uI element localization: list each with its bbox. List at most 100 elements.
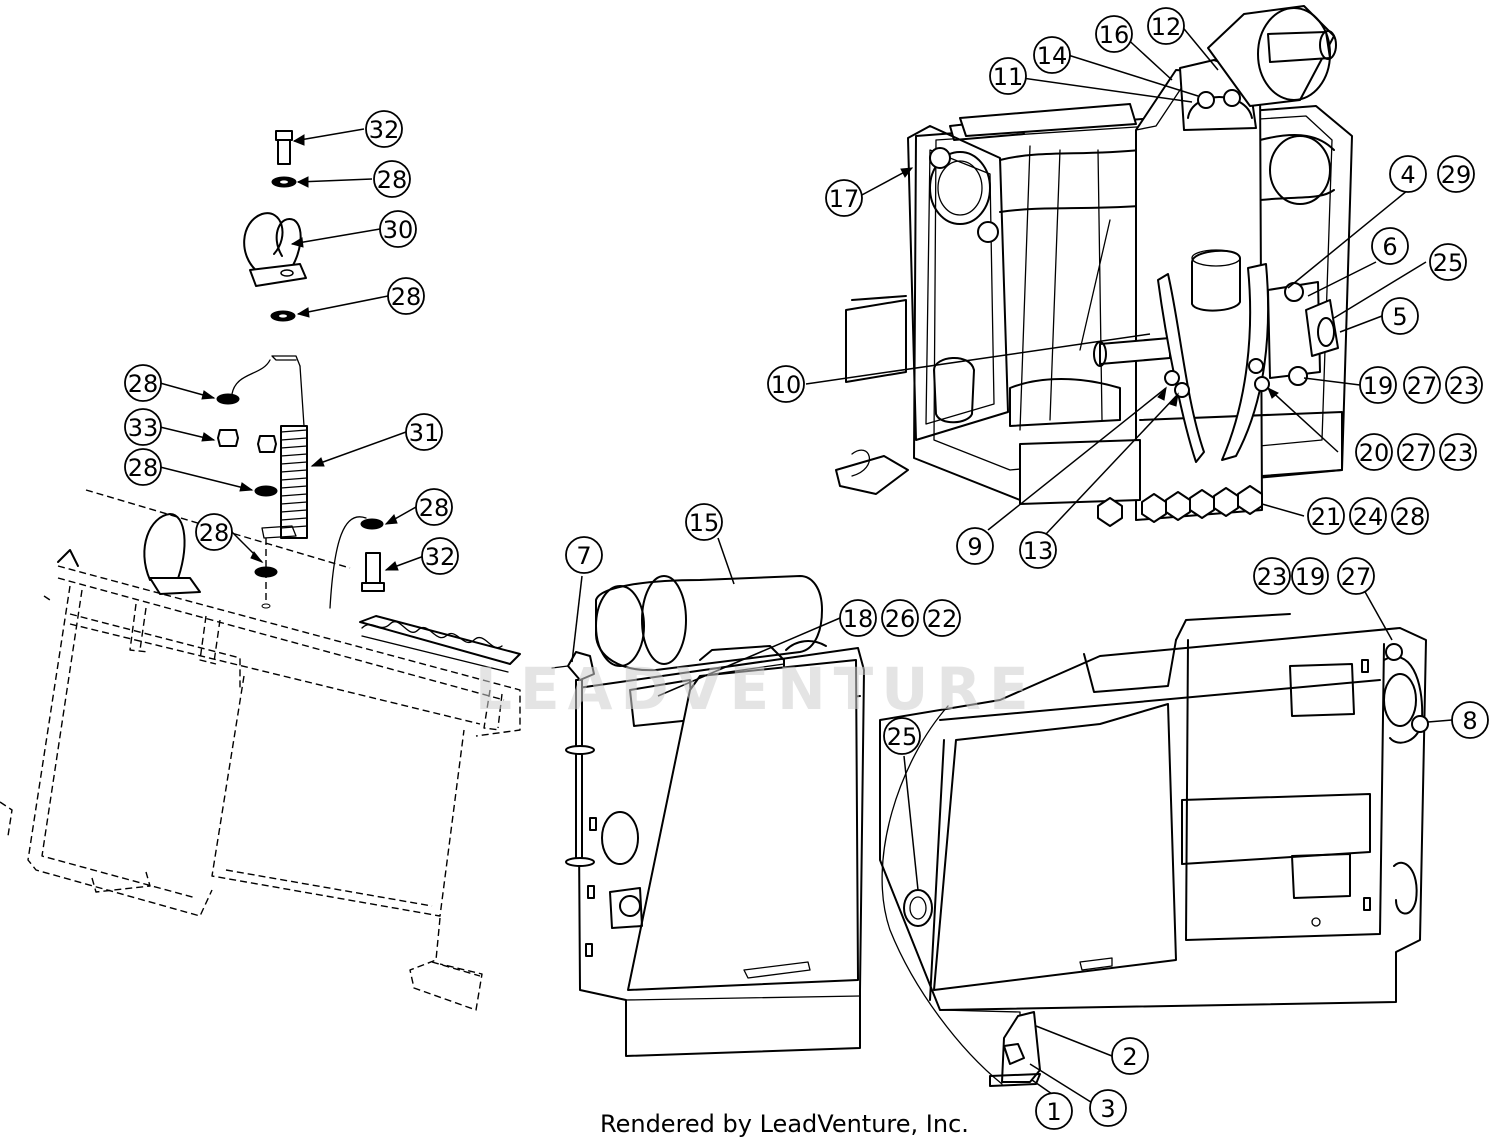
- callout-8: 8: [1451, 701, 1489, 739]
- callout-27: 27: [1337, 557, 1375, 595]
- callout-circle: [1403, 366, 1441, 404]
- callout-23: 23: [1445, 366, 1483, 404]
- callout-circle: [1147, 7, 1185, 45]
- callout-number: 9: [967, 533, 982, 561]
- callout-number: 10: [771, 371, 802, 399]
- callout-16: 16: [1095, 15, 1133, 53]
- callout-number: 16: [1099, 21, 1130, 49]
- callout-22: 22: [923, 599, 961, 637]
- callout-circle: [825, 179, 863, 217]
- callout-28: 28: [415, 488, 453, 526]
- callout-31: 31: [405, 413, 443, 451]
- callout-14: 14: [1033, 36, 1071, 74]
- callout-circle: [1359, 366, 1397, 404]
- callout-number: 6: [1382, 233, 1397, 261]
- callout-number: 5: [1392, 303, 1407, 331]
- callout-32: 32: [365, 110, 403, 148]
- callout-number: 7: [576, 542, 591, 570]
- callout-circle: [1111, 1037, 1149, 1075]
- callout-circle: [1349, 497, 1387, 535]
- leader-lines: [159, 23, 1453, 1105]
- callout-circle: [883, 717, 921, 755]
- callout-number: 25: [1433, 249, 1464, 277]
- hitch-frame-rear: [879, 613, 1429, 1087]
- callout-33: 33: [124, 408, 162, 446]
- callout-circle: [1391, 497, 1429, 535]
- callout-number: 1: [1046, 1098, 1061, 1126]
- callout-number: 28: [128, 370, 159, 398]
- callout-number: 18: [843, 605, 874, 633]
- callout-circle: [565, 536, 603, 574]
- callout-26: 26: [881, 599, 919, 637]
- callout-28: 28: [373, 160, 411, 198]
- callout-21: 21: [1307, 497, 1345, 535]
- callout-30: 30: [379, 210, 417, 248]
- callout-circle: [1397, 433, 1435, 471]
- callout-circle: [421, 537, 459, 575]
- callout-2: 2: [1111, 1037, 1149, 1075]
- callout-number: 28: [128, 454, 159, 482]
- callout-number: 23: [1443, 439, 1474, 467]
- callout-circle: [767, 365, 805, 403]
- callout-23: 23: [1253, 557, 1291, 595]
- watermark-text: LEADVENTURE: [475, 655, 1037, 723]
- callout-28: 28: [387, 277, 425, 315]
- callout-24: 24: [1349, 497, 1387, 535]
- callout-circle: [1439, 433, 1477, 471]
- callout-32: 32: [421, 537, 459, 575]
- callout-number: 32: [369, 116, 400, 144]
- callout-number: 28: [391, 283, 422, 311]
- callout-12: 12: [1147, 7, 1185, 45]
- callout-circle: [923, 599, 961, 637]
- callout-number: 29: [1441, 161, 1472, 189]
- callout-circle: [1033, 36, 1071, 74]
- callout-25: 25: [1429, 243, 1467, 281]
- callout-number: 26: [885, 605, 916, 633]
- callout-number: 8: [1462, 707, 1477, 735]
- callout-number: 33: [128, 414, 159, 442]
- callout-25: 25: [883, 717, 921, 755]
- callout-5: 5: [1381, 297, 1419, 335]
- callout-29: 29: [1437, 155, 1475, 193]
- callout-6: 6: [1371, 227, 1409, 265]
- callout-10: 10: [767, 365, 805, 403]
- callout-circle: [124, 448, 162, 486]
- callout-7: 7: [565, 536, 603, 574]
- callout-number: 28: [199, 519, 230, 547]
- callout-circle: [1095, 15, 1133, 53]
- callout-1: 1: [1035, 1092, 1073, 1130]
- callout-circle: [881, 599, 919, 637]
- callout-number: 15: [689, 509, 720, 537]
- callout-number: 19: [1295, 563, 1326, 591]
- callout-circle: [1371, 227, 1409, 265]
- callout-circle: [839, 599, 877, 637]
- callout-number: 27: [1341, 563, 1372, 591]
- callout-27: 27: [1403, 366, 1441, 404]
- hitch-plate-assembly: [835, 5, 1353, 527]
- callout-11: 11: [989, 57, 1027, 95]
- callout-circle: [405, 413, 443, 451]
- callout-circle: [1445, 366, 1483, 404]
- callout-number: 13: [1023, 537, 1054, 565]
- callout-circle: [1381, 297, 1419, 335]
- callout-circle: [1253, 557, 1291, 595]
- callout-number: 32: [425, 543, 456, 571]
- callout-number: 19: [1363, 372, 1394, 400]
- callout-20: 20: [1355, 433, 1393, 471]
- callout-3: 3: [1089, 1089, 1127, 1127]
- callout-circle: [124, 408, 162, 446]
- callout-circle: [989, 57, 1027, 95]
- callout-number: 4: [1400, 161, 1415, 189]
- callout-circle: [124, 364, 162, 402]
- callout-circle: [1337, 557, 1375, 595]
- callout-circle: [956, 527, 994, 565]
- callout-number: 28: [419, 494, 450, 522]
- callout-circle: [1451, 701, 1489, 739]
- callout-23: 23: [1439, 433, 1477, 471]
- callout-circle: [1355, 433, 1393, 471]
- callout-number: 22: [927, 605, 958, 633]
- callout-circle: [373, 160, 411, 198]
- spring-hook-assembly: [0, 130, 521, 1011]
